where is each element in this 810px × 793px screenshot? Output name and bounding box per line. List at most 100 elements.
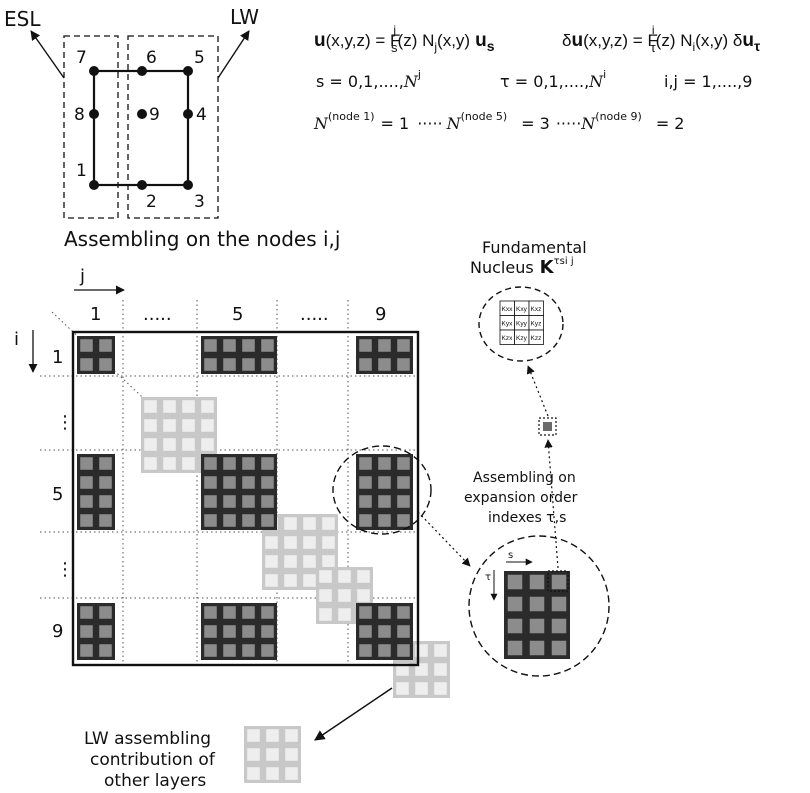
- node-block-5-9: [356, 454, 413, 530]
- node-block-1-9: [356, 336, 413, 374]
- nucleus-cell: Kzx: [499, 329, 515, 345]
- node-label: 2: [146, 192, 157, 212]
- node-1: [89, 180, 99, 190]
- expansion-block: [504, 571, 570, 659]
- ij-index-range: i,j = 1,....,9: [664, 72, 752, 91]
- svg-text:Kyy: Kyy: [516, 321, 528, 328]
- svg-text:Kxz: Kxz: [531, 306, 542, 313]
- lw-dashed-box: [127, 35, 219, 219]
- lw-label: LW: [230, 5, 259, 29]
- col-header: .....: [143, 304, 172, 325]
- element-sketch: ESL LW 1 2 3 4 5 6 7 8 9: [4, 5, 259, 219]
- node-label: 5: [194, 48, 205, 68]
- node-block-5-1: [77, 454, 115, 530]
- nucleus-cell: Kyx: [499, 315, 515, 331]
- i-axis-label: i: [14, 329, 19, 350]
- expansion-caption: indexes τ,s: [488, 510, 566, 526]
- tau-index-range: τ = 0,1,....,Ni: [500, 68, 606, 91]
- svg-text:Kxx: Kxx: [502, 306, 514, 313]
- esl-arrow: [30, 30, 65, 79]
- node-3: [183, 180, 193, 190]
- node-label: 1: [76, 161, 87, 181]
- nucleus-cell: Kzy: [514, 329, 530, 345]
- expansion-block-grid: [504, 571, 570, 659]
- row-header: ⋮: [56, 559, 74, 580]
- node-label: 6: [146, 48, 157, 68]
- lw-arrow: [217, 30, 250, 79]
- node-label: 9: [149, 105, 160, 125]
- svg-text:Kyz: Kyz: [531, 321, 542, 328]
- j-axis-label: j: [79, 266, 85, 287]
- nucleus-cell: Kxx: [499, 300, 515, 316]
- nucleus-cell: Kyz: [528, 315, 544, 331]
- tau-label: τ: [485, 572, 491, 583]
- node-block-9-9: [356, 603, 413, 660]
- lw-note-block: [244, 726, 301, 783]
- node-7: [89, 66, 99, 76]
- svg-text:Kyx: Kyx: [502, 321, 514, 328]
- esl-label: ESL: [4, 7, 41, 31]
- node-block-5-5: [201, 454, 277, 530]
- expansion-order-row: N(node 1)= 1·····N(node 5)= 3·····N(node…: [313, 110, 684, 133]
- node-8: [89, 109, 99, 119]
- svg-text:Kzz: Kzz: [531, 335, 542, 342]
- col-header: 1: [90, 304, 101, 325]
- nucleus-title: Fundamental: [482, 238, 587, 257]
- svg-text:Kzy: Kzy: [516, 335, 528, 342]
- row-header: 9: [52, 621, 63, 642]
- node-block-9-1: [77, 603, 115, 660]
- node-2: [137, 180, 147, 190]
- lw-contribution-arrow: [314, 687, 393, 741]
- lw-note: LW assembling: [84, 729, 211, 749]
- nucleus-cell: Kxy: [514, 300, 530, 316]
- node-block-9-5: [201, 603, 277, 660]
- nucleus-ellipse: [478, 286, 564, 362]
- lw-note: contribution of: [90, 750, 216, 770]
- s-index-range: s = 0,1,....,Nj: [316, 68, 421, 91]
- block-zoom-ellipse: [332, 445, 432, 535]
- col-header: 9: [375, 304, 386, 325]
- row-header: 5: [52, 484, 63, 505]
- assembly-title: Assembling on the nodes i,j: [64, 227, 340, 251]
- expansion-term-highlight: [547, 570, 569, 592]
- svg-text:Kzx: Kzx: [502, 335, 514, 342]
- node-block-1-1: [77, 336, 115, 374]
- node-block-1-5: [201, 336, 277, 374]
- node-6: [137, 66, 147, 76]
- nucleus-cell: Kyy: [514, 315, 530, 331]
- node-label: 7: [76, 48, 87, 68]
- expansion-caption: Assembling on: [473, 470, 576, 486]
- col-header: 5: [232, 304, 243, 325]
- lw-note: other layers: [104, 771, 206, 791]
- col-header: .....: [300, 304, 329, 325]
- matrix-border: [71, 330, 420, 667]
- element-square: [92, 69, 190, 187]
- node-label: 4: [196, 105, 207, 125]
- matrix-blocks: [77, 336, 450, 783]
- row-header: ⋮: [56, 412, 74, 433]
- term-arrow: [544, 439, 559, 569]
- selected-term-box: [538, 417, 557, 436]
- node-label: 8: [74, 105, 85, 125]
- nucleus-link-arrow: [526, 365, 549, 417]
- zoom-arrow: [417, 511, 471, 567]
- node-5: [183, 66, 193, 76]
- expansion-caption: expansion order: [464, 490, 578, 506]
- node-9: [137, 109, 147, 119]
- esl-dashed-box: [63, 35, 119, 219]
- nucleus-cell: Kzz: [528, 329, 544, 345]
- nucleus-cell: Kxz: [528, 300, 544, 316]
- node-4: [183, 109, 193, 119]
- svg-text:Kxy: Kxy: [516, 306, 528, 313]
- s-label: s: [508, 550, 513, 561]
- selected-term: [543, 422, 552, 431]
- expansion-circle: [468, 535, 610, 677]
- node-label: 3: [194, 192, 205, 212]
- row-header: 1: [52, 347, 63, 368]
